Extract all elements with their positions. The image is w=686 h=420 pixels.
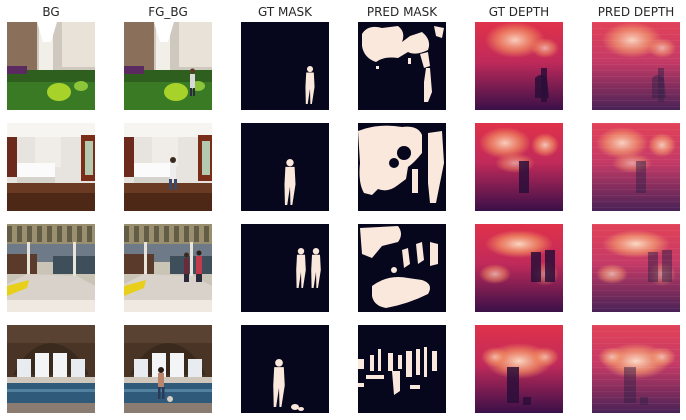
- gt-depth-svg: [475, 22, 563, 110]
- gt-depth-image-park: [475, 22, 563, 110]
- fg-bg-image-kitchen: [124, 123, 212, 211]
- gt-mask-image-mall: [241, 224, 329, 312]
- fg-bg-svg: [124, 325, 212, 413]
- bg-svg: [7, 123, 95, 211]
- gt-depth-image-pool: [475, 325, 563, 413]
- gt-mask-svg: [241, 325, 329, 413]
- bg-svg: [7, 325, 95, 413]
- column-title-pred-mask: PRED MASK: [366, 5, 438, 19]
- fg-bg-svg: [124, 123, 212, 211]
- bg-image-mall: [7, 224, 95, 312]
- gt-mask-svg: [241, 123, 329, 211]
- gt-depth-image-kitchen: [475, 123, 563, 211]
- column-title-fg-bg: FG_BG: [148, 5, 188, 19]
- pred-mask-svg: [358, 325, 446, 413]
- column-title-gt-depth: GT DEPTH: [488, 5, 550, 19]
- pred-depth-svg: [592, 22, 680, 110]
- pred-depth-image-park: [592, 22, 680, 110]
- pred-mask-image-mall: [358, 224, 446, 312]
- pred-mask-image-kitchen: [358, 123, 446, 211]
- pred-depth-image-mall: [592, 224, 680, 312]
- bg-image-pool: [7, 325, 95, 413]
- fg-bg-image-mall: [124, 224, 212, 312]
- pred-mask-image-park: [358, 22, 446, 110]
- gt-mask-svg: [241, 22, 329, 110]
- bg-svg: [7, 224, 95, 312]
- gt-depth-svg: [475, 224, 563, 312]
- bg-svg: [7, 22, 95, 110]
- gt-mask-image-park: [241, 22, 329, 110]
- column-title-pred-depth: PRED DEPTH: [597, 5, 675, 19]
- gt-mask-image-pool: [241, 325, 329, 413]
- pred-mask-svg: [358, 123, 446, 211]
- bg-image-park: [7, 22, 95, 110]
- pred-mask-svg: [358, 224, 446, 312]
- fg-bg-image-park: [124, 22, 212, 110]
- fg-bg-svg: [124, 22, 212, 110]
- pred-depth-svg: [592, 325, 680, 413]
- fg-bg-image-pool: [124, 325, 212, 413]
- pred-depth-image-kitchen: [592, 123, 680, 211]
- pred-depth-image-pool: [592, 325, 680, 413]
- fg-bg-svg: [124, 224, 212, 312]
- column-title-gt-mask: GT MASK: [257, 5, 313, 19]
- gt-depth-image-mall: [475, 224, 563, 312]
- pred-depth-svg: [592, 224, 680, 312]
- pred-mask-svg: [358, 22, 446, 110]
- gt-mask-svg: [241, 224, 329, 312]
- gt-depth-svg: [475, 325, 563, 413]
- gt-depth-svg: [475, 123, 563, 211]
- column-title-bg: BG: [42, 5, 60, 19]
- pred-depth-svg: [592, 123, 680, 211]
- gt-mask-image-kitchen: [241, 123, 329, 211]
- pred-mask-image-pool: [358, 325, 446, 413]
- bg-image-kitchen: [7, 123, 95, 211]
